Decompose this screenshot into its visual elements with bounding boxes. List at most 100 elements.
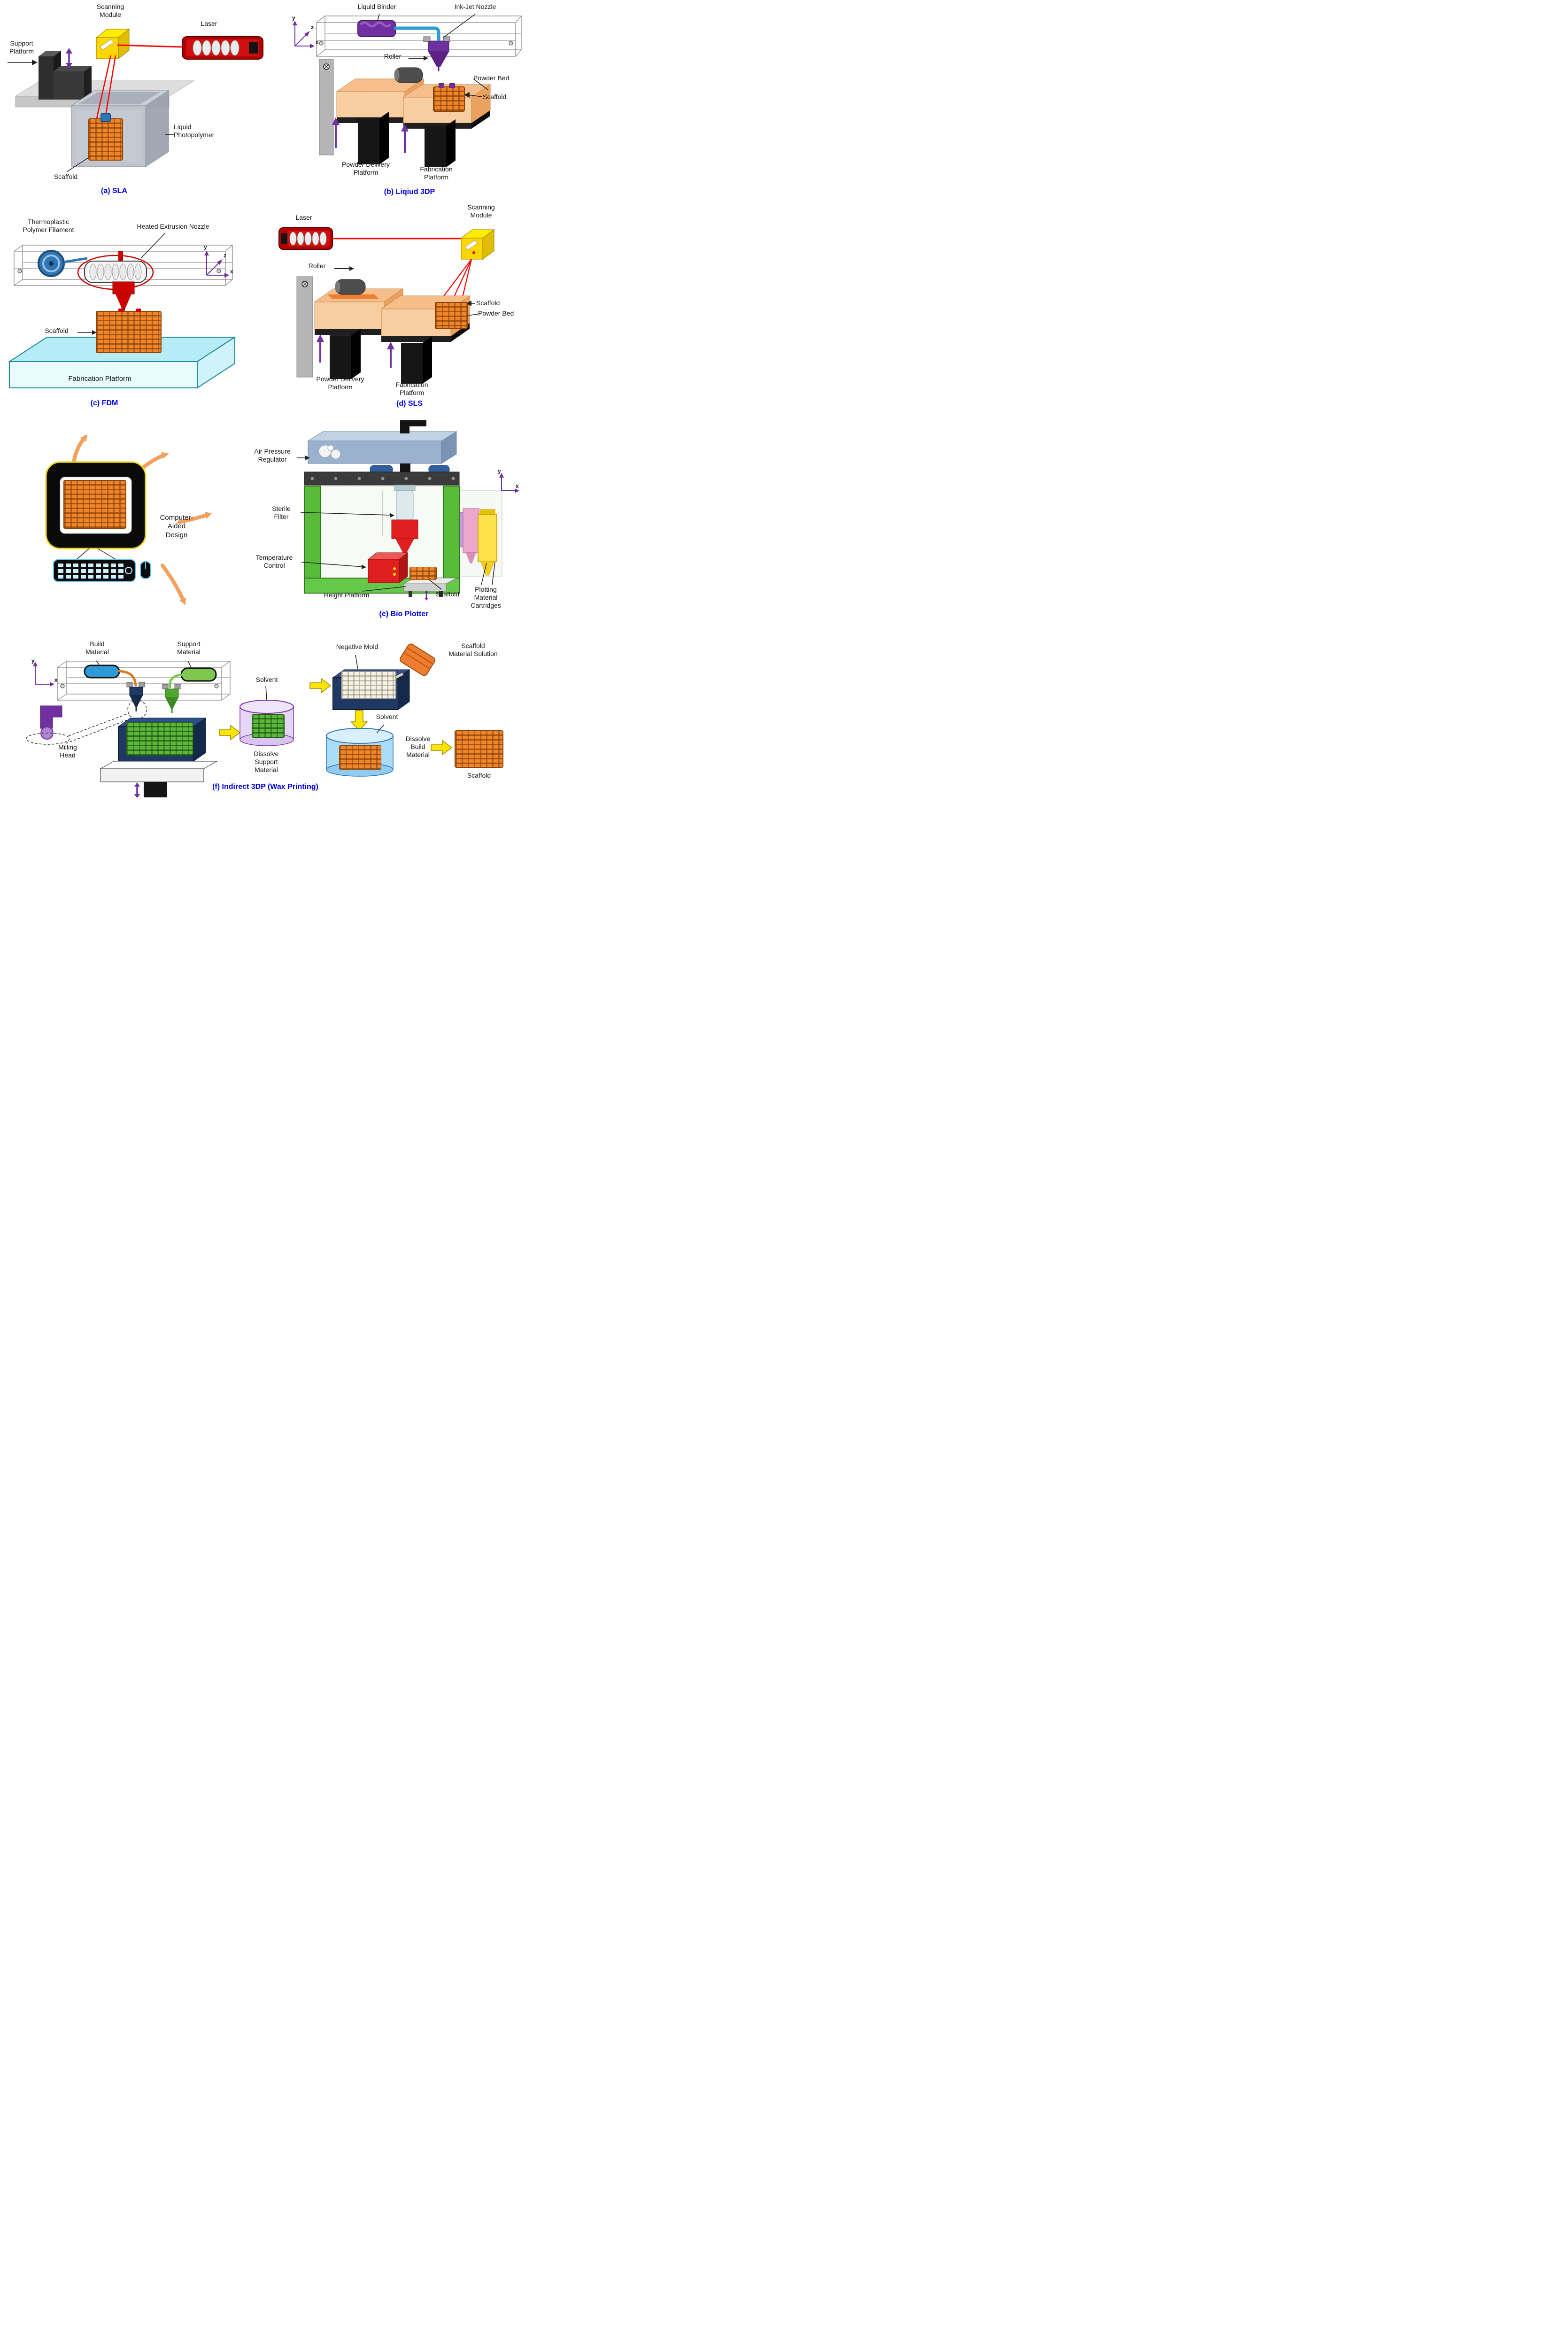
- laser-label: Laser: [201, 20, 217, 27]
- laser-icon: [278, 227, 333, 250]
- panel-fdm: y z x Thermoplastic Polymer Filament Hea…: [0, 202, 240, 413]
- platform-up-arrows: [332, 117, 409, 153]
- build-material-label: Build Material: [85, 640, 109, 656]
- liquid-binder-icon: [357, 20, 396, 37]
- sterile-filter-label: Sterile Filter: [272, 505, 291, 521]
- panel-sla: Scanning Module Laser Support Platform L…: [0, 0, 287, 202]
- process-arrow-1: [219, 725, 241, 741]
- keyboard-icon: [53, 559, 136, 582]
- monitor-cables: [76, 548, 117, 560]
- scaffold-label: Scaffold: [54, 173, 78, 180]
- axis-y-label: y: [31, 657, 35, 664]
- sls-illustration: [278, 227, 495, 384]
- panel-sls: Laser Scanning Module Roller Scaffold Po…: [240, 200, 523, 413]
- scanning-module-icon: [460, 229, 495, 260]
- dissolve-build-material-label: Dissolve Build Material: [405, 735, 431, 759]
- label-connectors: [297, 456, 495, 592]
- cad-screen-scaffold: [63, 480, 126, 529]
- support-material-tube: [169, 673, 183, 688]
- label-connectors: [8, 60, 175, 172]
- thermoplastic-filament-label: Thermoplastic Polymer Filament: [23, 218, 74, 234]
- axis-z-label: z: [311, 24, 314, 31]
- filament-spool-icon: [38, 250, 88, 277]
- gantry-frame: [316, 15, 522, 57]
- label-connectors: [96, 655, 385, 734]
- powder-bed-label: Powder Bed: [473, 74, 510, 82]
- milling-head-label: Milling Head: [58, 743, 77, 759]
- scaffold-material-solution-label: Scaffold Material Solution: [448, 642, 498, 658]
- label-connectors: [377, 14, 489, 98]
- binder-printed-tip: [439, 83, 444, 88]
- extruder-icon: [77, 251, 154, 315]
- liquid3dp-scaffold: [433, 86, 465, 112]
- negative-mold-label: Negative Mold: [336, 643, 378, 650]
- build-platform: [100, 761, 218, 797]
- pedestal-left: [358, 112, 389, 164]
- caption-bio-plotter: (e) Bio Plotter: [379, 610, 429, 618]
- fdm-scaffold: [96, 311, 162, 353]
- fabrication-platform-label: Fabrication Platform: [68, 375, 131, 383]
- process-arrow-3: [431, 740, 453, 756]
- milling-head-icon: [26, 700, 147, 745]
- panel-liquid-3dp: y z x: [287, 0, 523, 202]
- xyz-axes: y z x: [204, 244, 233, 278]
- powder-bed-label: Powder Bed: [478, 309, 514, 317]
- scaffold-label: Scaffold: [483, 93, 507, 100]
- fabrication-platform-label: Fabrication Platform: [395, 381, 428, 397]
- laser-label: Laser: [295, 214, 312, 221]
- axis-y-label: y: [498, 468, 501, 474]
- support-material-cartridge: [180, 667, 217, 682]
- scanning-module-icon: [95, 28, 130, 60]
- caption-indirect-3dp: (f) Indirect 3DP (Wax Printing): [212, 783, 318, 791]
- roller-label: Roller: [308, 262, 326, 270]
- temperature-control-icon: [367, 552, 409, 584]
- wax-green-scaffold: [126, 722, 193, 756]
- dissolving-build-scaffold: [339, 745, 381, 770]
- delivery-column: [319, 59, 334, 155]
- delivery-column: [296, 276, 313, 378]
- caption-fdm: (c) FDM: [90, 399, 118, 407]
- dissolving-green-scaffold: [252, 714, 285, 738]
- axis-y-label: y: [292, 15, 295, 21]
- vertical-motion-arrow: [66, 48, 72, 69]
- powder-delivery-platform-label: Powder Delivery Platform: [316, 375, 364, 391]
- pedestal-right: [401, 336, 432, 384]
- pouring-cup-icon: [390, 643, 435, 682]
- panel-cad: Computer- Aided Design: [19, 423, 235, 629]
- axis-z-label: z: [224, 252, 226, 259]
- axis-y-label: y: [204, 244, 207, 250]
- axis-x-label: x: [54, 677, 58, 683]
- xy-axes: y x: [31, 657, 58, 687]
- computer-aided-design-label: Computer- Aided Design: [160, 514, 193, 539]
- final-scaffold-label: Scaffold: [467, 772, 491, 779]
- final-scaffold: [455, 730, 503, 768]
- negative-mold-scaffold: [341, 671, 396, 699]
- hot-extrudate: [136, 309, 141, 312]
- support-nozzle-icon: [162, 684, 181, 713]
- sls-scaffold: [435, 302, 468, 329]
- pedestal-left: [330, 329, 361, 379]
- panel-bio-plotter: y x Air Pressure Regulator Sterile Filte…: [244, 420, 523, 632]
- roller-icon: [327, 266, 379, 299]
- caption-sls: (d) SLS: [396, 400, 423, 408]
- sla-build-head: [100, 113, 111, 122]
- scanning-module-label: Scanning Module: [96, 3, 124, 19]
- powder-delivery-platform-label: Powder Delivery Platform: [342, 161, 390, 177]
- inkjet-nozzle-icon: [423, 36, 450, 71]
- pedestal-right: [425, 119, 456, 167]
- liquid-photopolymer-label: Liquid Photopolymer: [174, 123, 215, 139]
- air-pressure-regulator-label: Air Pressure Regulator: [254, 448, 291, 463]
- workflow-arrows: [71, 435, 212, 605]
- support-material-label: Support Material: [177, 640, 201, 656]
- mouse-icon: [140, 561, 151, 579]
- liquid-binder-label: Liquid Binder: [357, 3, 396, 10]
- bio-plotter-illustration: y x: [297, 420, 519, 601]
- solvent-left-label: Solvent: [255, 676, 278, 683]
- binder-printed-tip: [449, 83, 455, 88]
- roller-icon: [394, 56, 428, 83]
- build-material-cartridge: [84, 664, 120, 679]
- axis-x-label: x: [316, 39, 319, 46]
- support-platform-label: Support Platform: [9, 39, 34, 55]
- platform-up-arrows: [317, 334, 394, 368]
- liquid-3dp-illustration: y z x: [292, 14, 522, 167]
